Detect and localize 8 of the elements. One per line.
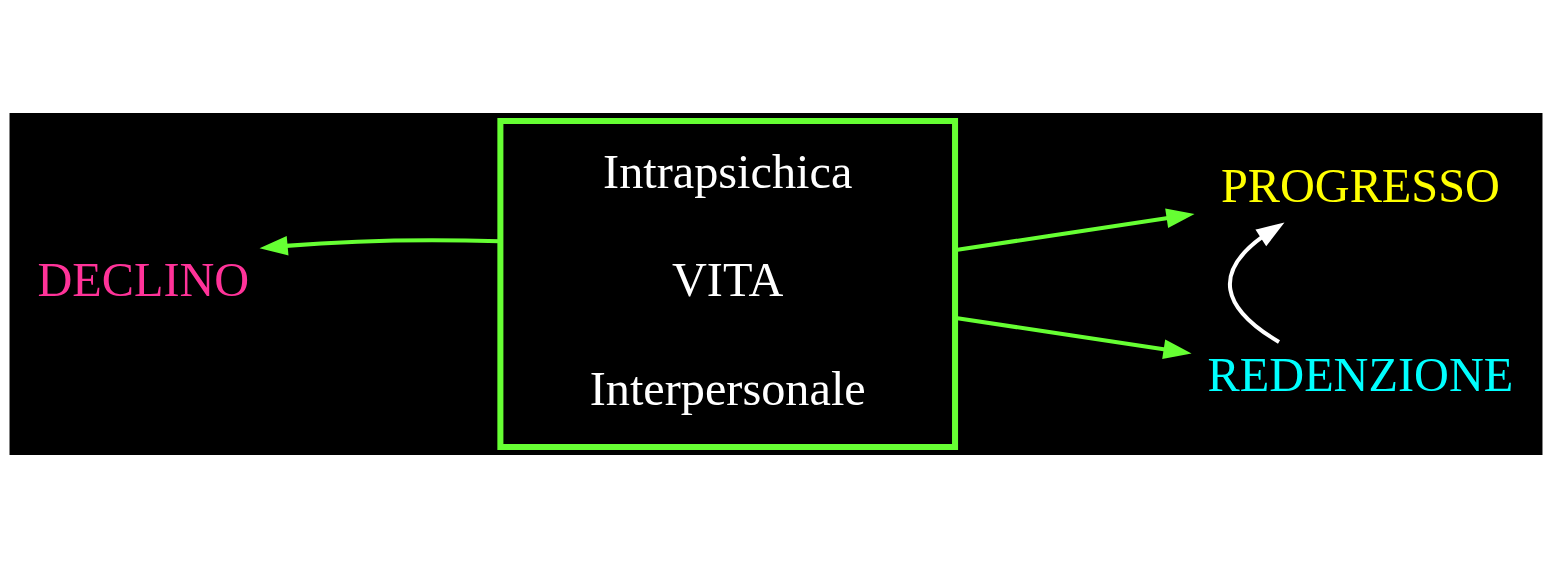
node-box: Intrapsichica VITA Interpersonale (497, 118, 959, 450)
node-text: PROGRESSO (1220, 158, 1500, 212)
node-text: REDENZIONE (1207, 348, 1514, 402)
arrow (1228, 222, 1285, 344)
arrow (955, 316, 1192, 360)
arrow (259, 235, 501, 256)
node-text: DECLINO (37, 253, 250, 307)
arrow (955, 208, 1195, 252)
